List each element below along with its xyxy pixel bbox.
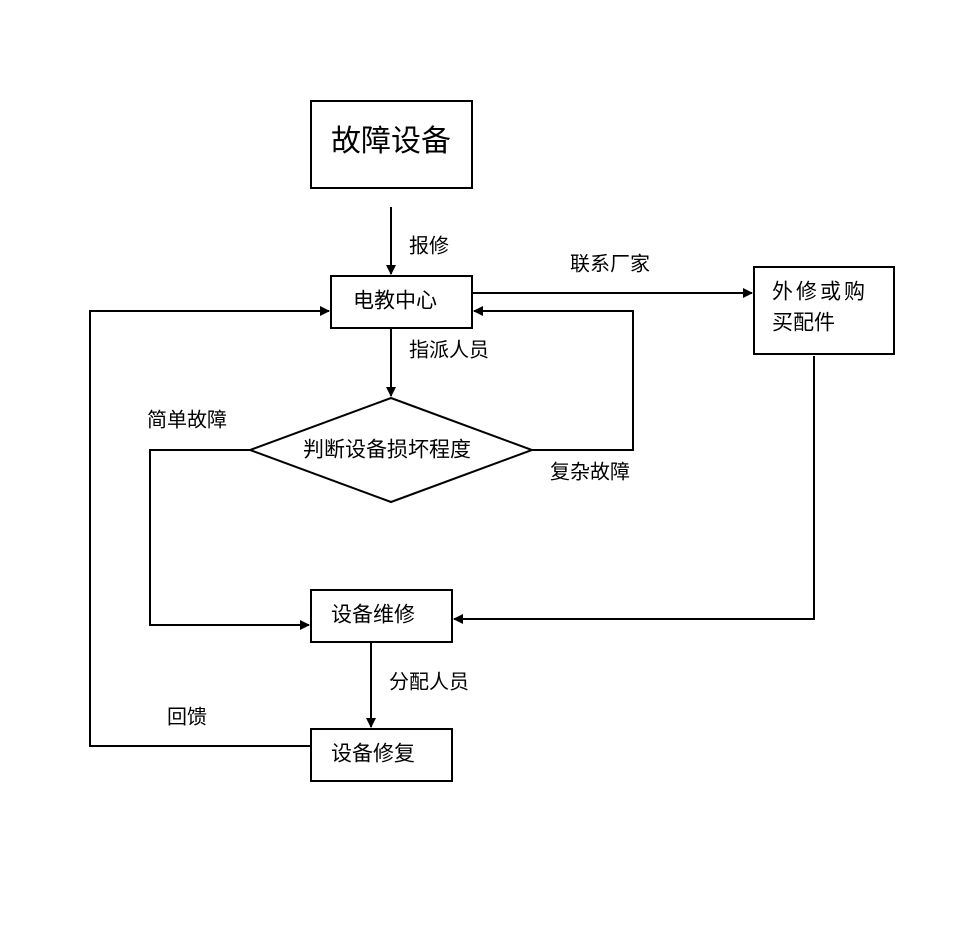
node-outsource-label-line1: 外修或购 — [772, 280, 868, 304]
node-outsource: 外修或购 买配件 — [753, 266, 895, 355]
edge-feedback-to-center — [89, 306, 330, 747]
edge-label-simple-fault: 简单故障 — [147, 408, 227, 432]
edge-simple-fault-to-repair — [149, 449, 310, 630]
edge-label-feedback: 回馈 — [167, 705, 207, 729]
edge-label-assign-staff: 指派人员 — [409, 338, 489, 362]
edge-label-contact-vendor: 联系厂家 — [570, 252, 650, 276]
node-av-center: 电教中心 — [330, 275, 473, 329]
node-judge-damage: 判断设备损坏程度 — [247, 396, 535, 504]
edge-label-complex-fault: 复杂故障 — [550, 460, 630, 484]
node-faulty-device: 故障设备 — [310, 100, 473, 189]
node-device-repair: 设备维修 — [310, 589, 453, 643]
node-device-fixed-label: 设备修复 — [331, 742, 415, 766]
node-judge-damage-label: 判断设备损坏程度 — [303, 438, 471, 462]
node-outsource-label-line2: 买配件 — [772, 311, 835, 335]
edge-complex-fault-return — [473, 306, 634, 451]
node-device-fixed: 设备修复 — [310, 728, 453, 782]
edge-label-report-repair: 报修 — [409, 234, 449, 258]
node-device-repair-label: 设备维修 — [331, 603, 415, 627]
node-av-center-label: 电教中心 — [353, 289, 437, 313]
node-faulty-device-label: 故障设备 — [331, 124, 451, 159]
edge-label-allocate-staff: 分配人员 — [389, 670, 469, 694]
edge-outsource-to-repair — [453, 356, 815, 624]
